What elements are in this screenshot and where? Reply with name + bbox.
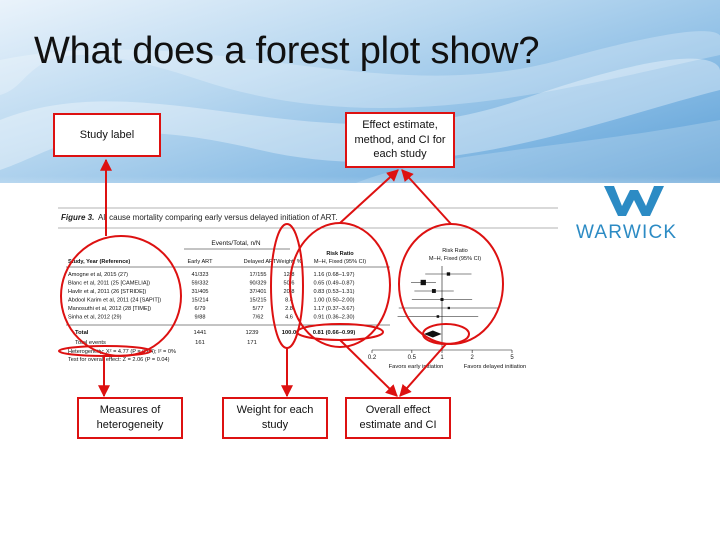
col-early-header: Early ART [187,259,213,265]
study-row-rr: 1.16 (0.68–1.97) [313,272,354,278]
study-row-study: Amogne et al, 2015 (27) [68,272,128,278]
study-row-delayed: 7/62 [253,315,264,321]
study-row-weight: 20.8 [284,289,295,295]
callout-overall: Overall effect estimate and CI [345,397,451,439]
study-row-rr: 0.83 (0.53–1.31) [313,289,354,295]
total-weight: 100.0 [282,330,297,336]
col-delayed-header: Delayed ART [244,259,277,265]
study-row-early: 6/79 [195,306,206,312]
study-column-ellipse [60,235,182,357]
total-events-early: 161 [195,340,205,346]
study-row-delayed: 15/215 [249,298,266,304]
overall-effect-test: Test for overall effect: Z = 2.06 (P = 0… [68,357,170,363]
figure-caption-text: All cause mortality comparing early vers… [98,213,338,222]
slide-title: What does a forest plot show? [34,30,540,72]
warwick-w-icon [604,186,664,216]
plot-ellipse [398,223,504,345]
study-row-delayed: 17/155 [249,272,266,278]
header-background [0,0,720,215]
x-tick-label: 0.5 [408,355,417,361]
overall-effect-diamond [423,330,442,338]
study-row-early: 41/323 [191,272,208,278]
study-point-estimate [431,289,436,293]
study-row-study: Havlir et al, 2011 (26 [STRIDE]) [68,289,146,295]
study-row-delayed: 90/329 [249,281,266,287]
study-row-weight: 12.8 [284,272,295,278]
study-point-estimate [436,315,440,318]
study-row-early: 59/332 [191,281,208,287]
warwick-logo: WARWICK [576,222,678,243]
x-tick-label: 2 [470,355,474,361]
study-point-estimate [447,306,450,310]
callout-weight: Weight for each study [222,397,328,439]
study-row-early: 9/88 [195,315,206,321]
study-row-study: Abdool Karim et al, 2011 (24 [SAPIT]) [68,298,161,304]
total-events-delayed: 171 [247,340,257,346]
heterogeneity-stat: Heterogeneity: X² = 4.77 (P = 0.44); I² … [68,349,176,355]
callout-effect-estimate: Effect estimate, method, and CI for each… [345,112,455,168]
study-row-rr: 0.65 (0.49–0.87) [313,281,354,287]
study-row-delayed: 5/77 [253,306,264,312]
col-weight-header: Weight, % [276,259,301,265]
study-row-study: Sinha et al, 2012 (29) [68,315,122,321]
study-row-study: Manosuthi et al, 2012 (28 [TIME]) [68,306,151,312]
x-tick-label: 5 [510,355,514,361]
study-row-weight: 2.8 [285,306,293,312]
figure-caption-label: Figure 3. [61,213,94,222]
study-row-rr: 1.00 (0.50–2.00) [313,298,354,304]
study-row-weight: 4.6 [285,315,293,321]
study-row-early: 31/405 [191,289,208,295]
study-point-estimate [440,298,444,301]
study-row-rr: 0.91 (0.36–2.30) [313,315,354,321]
callout-study-label: Study label [53,113,161,157]
total-label: Total [75,330,89,336]
total-rr: 0.81 (0.66–0.99) [313,330,356,336]
study-row-rr: 1.17 (0.37–3.67) [313,306,354,312]
plot-rr-title: Risk Ratio [442,248,468,254]
x-tick-label: 0.2 [368,355,377,361]
study-row-weight: 50.6 [284,281,295,287]
total-events-label: Total events [75,340,106,346]
total-early: 1441 [194,330,207,336]
col-rr-title: Risk Ratio [326,251,354,257]
study-row-delayed: 37/401 [249,289,266,295]
study-row-study: Blanc et al, 2011 (25 [CAMELIA]) [68,281,150,287]
study-row-weight: 8.4 [285,298,293,304]
favors-delayed-label: Favors delayed initiation [464,364,527,370]
events-group-header: Events/Total, n/N [211,240,260,247]
study-row-early: 15/214 [191,298,208,304]
callout-heterogeneity: Measures of heterogeneity [77,397,183,439]
total-delayed: 1239 [246,330,259,336]
col-rr-method: M–H, Fixed (95% CI) [314,259,366,265]
col-study-header: Study, Year (Reference) [68,259,130,265]
favors-early-label: Favors early initiation [389,364,444,370]
study-point-estimate [446,272,451,276]
x-tick-label: 1 [440,355,444,361]
plot-rr-method: M–H, Fixed (95% CI) [429,256,481,262]
study-point-estimate [420,279,426,286]
